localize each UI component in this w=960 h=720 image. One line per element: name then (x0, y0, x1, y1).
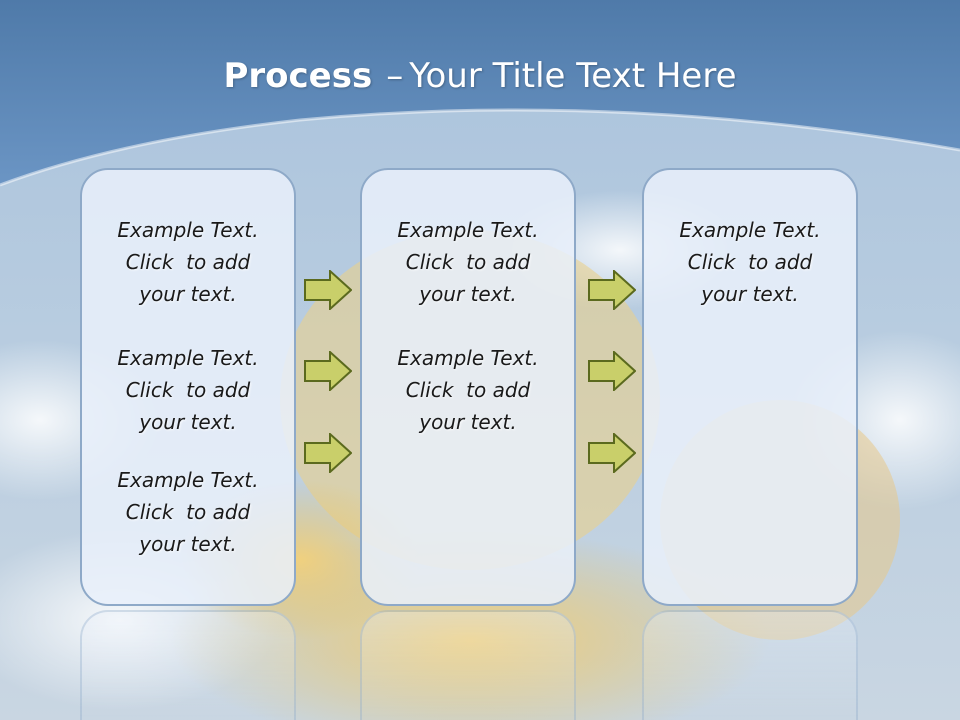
text-line: Example Text. (117, 468, 259, 492)
text-line: Example Text. (397, 218, 539, 242)
box-reflection (642, 610, 858, 720)
text-line: your text. (139, 532, 237, 556)
title-dash: – (386, 56, 404, 96)
text-line: Click to add (125, 378, 251, 402)
right-arrow-icon (588, 351, 636, 391)
text-placeholder[interactable]: Example Text. Click to add your text. (644, 214, 856, 310)
text-placeholder[interactable]: Example Text. Click to add your text. (82, 342, 294, 438)
text-line: Example Text. (117, 218, 259, 242)
process-box-3[interactable]: Example Text. Click to add your text. (642, 168, 858, 606)
text-line: your text. (139, 410, 237, 434)
text-line: your text. (701, 282, 799, 306)
text-line: Click to add (405, 250, 531, 274)
text-line: Click to add (125, 500, 251, 524)
text-line: Example Text. (397, 346, 539, 370)
right-arrow-icon (588, 270, 636, 310)
text-line: your text. (419, 282, 517, 306)
box-reflection (80, 610, 296, 720)
text-placeholder[interactable]: Example Text. Click to add your text. (362, 214, 574, 310)
right-arrow-icon (304, 433, 352, 473)
process-box-1[interactable]: Example Text. Click to add your text. Ex… (80, 168, 296, 606)
text-placeholder[interactable]: Example Text. Click to add your text. (82, 214, 294, 310)
slide-title[interactable]: Process–Your Title Text Here (0, 52, 960, 100)
text-line: Click to add (687, 250, 813, 274)
right-arrow-icon (588, 433, 636, 473)
title-rest: Your Title Text Here (409, 56, 737, 96)
text-line: Example Text. (679, 218, 821, 242)
title-bold: Process (223, 56, 373, 96)
box-reflection (360, 610, 576, 720)
process-box-2[interactable]: Example Text. Click to add your text. Ex… (360, 168, 576, 606)
right-arrow-icon (304, 270, 352, 310)
text-placeholder[interactable]: Example Text. Click to add your text. (82, 464, 294, 560)
text-line: Example Text. (117, 346, 259, 370)
right-arrow-icon (304, 351, 352, 391)
text-line: your text. (419, 410, 517, 434)
text-placeholder[interactable]: Example Text. Click to add your text. (362, 342, 574, 438)
text-line: Click to add (125, 250, 251, 274)
text-line: Click to add (405, 378, 531, 402)
text-line: your text. (139, 282, 237, 306)
